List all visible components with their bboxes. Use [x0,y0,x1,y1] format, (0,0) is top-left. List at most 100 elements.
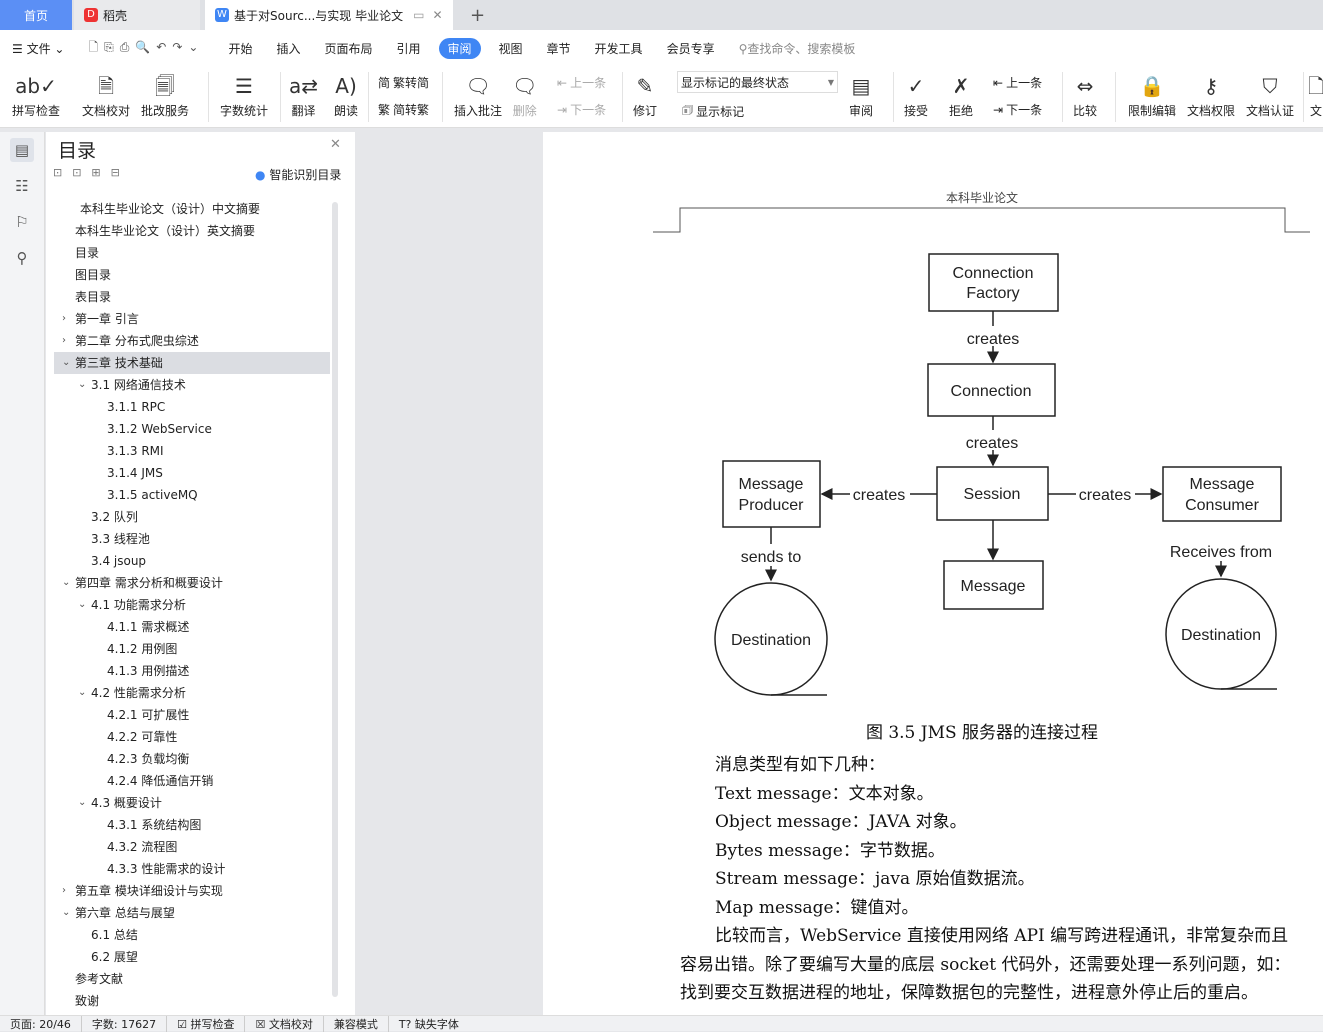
smart-toc-button[interactable]: ● 智能识别目录 [255,166,341,183]
translate-button[interactable]: a⇄翻译 [289,70,318,119]
toc-item[interactable]: 3.1.1 RPC [54,396,330,418]
toc-item[interactable]: 参考文献 [54,968,330,990]
toc-item[interactable]: 3.1.4 JMS [54,462,330,484]
toc-item[interactable]: ⌄4.3 概要设计 [54,792,330,814]
close-icon[interactable]: ✕ [432,8,443,22]
toc-item[interactable]: 3.1.3 RMI [54,440,330,462]
review-service-button[interactable]: 🗐批改服务 [141,70,189,119]
spell-check-button[interactable]: ab✓拼写检查 [12,70,60,119]
close-icon[interactable]: ✕ [330,137,341,152]
toc-item[interactable]: 4.2.2 可靠性 [54,726,330,748]
word-count-button[interactable]: ☰字数统计 [220,70,268,119]
search-icon[interactable]: ⚲ [16,249,28,267]
toc-item[interactable]: 图目录 [54,264,330,286]
menu-layout[interactable]: 页面布局 [324,41,373,56]
toc-item[interactable]: 4.2.1 可扩展性 [54,704,330,726]
proofread-button[interactable]: 🗎文档校对 [82,70,130,119]
toc-item[interactable]: 致谢 [54,990,330,1012]
toc-item[interactable]: ›第一章 引言 [54,308,330,330]
restrict-edit-button[interactable]: 🔒限制编辑 [1128,70,1176,119]
toc-item[interactable]: 6.2 展望 [54,946,330,968]
chevron-right-icon[interactable]: › [62,335,66,346]
toc-item[interactable]: 目录 [54,242,330,264]
markup-state-select[interactable]: 显示标记的最终状态▼ [677,71,838,93]
menu-review[interactable]: 审阅 [438,37,481,59]
toc-item[interactable]: ⌄4.1 功能需求分析 [54,594,330,616]
toc-item[interactable]: 6.1 总结 [54,924,330,946]
chevron-down-icon[interactable]: ⌄ [78,797,87,808]
review-pane-button[interactable]: ▤审阅 [849,70,873,119]
new-tab-button[interactable]: + [470,4,486,26]
outline-icon[interactable]: ☷ [15,177,29,195]
toc-item[interactable]: 本科生毕业论文（设计）英文摘要 [54,220,330,242]
toc-item[interactable]: 4.3.1 系统结构图 [54,814,330,836]
tab-home[interactable]: 首页 [0,0,72,30]
file-menu[interactable]: ☰ 文件 ⌄ [12,41,65,56]
reject-button[interactable]: ✗拒绝 [949,70,973,119]
simp-to-trad-button[interactable]: 繁简转繁 [378,101,429,118]
toc-item[interactable]: ⌄3.1 网络通信技术 [54,374,330,396]
toc-item[interactable]: ⌄4.2 性能需求分析 [54,682,330,704]
menu-insert[interactable]: 插入 [276,41,301,56]
chevron-down-icon[interactable]: ⌄ [78,379,87,390]
toc-item[interactable]: 4.1.2 用例图 [54,638,330,660]
chevron-down-icon[interactable]: ⌄ [78,599,87,610]
toc-item[interactable]: 3.4 jsoup [54,550,330,572]
toc-item[interactable]: 表目录 [54,286,330,308]
toc-item[interactable]: ⌄第六章 总结与展望 [54,902,330,924]
menu-dev-tools[interactable]: 开发工具 [594,41,643,56]
spell-check-status[interactable]: ☑ 拼写检查 [167,1015,246,1032]
pin-icon[interactable]: ▭ [413,8,425,22]
revise-button[interactable]: ✎修订 [633,70,657,119]
toc-item[interactable]: ⌄第三章 技术基础 [54,352,330,374]
quick-access-icons[interactable]: 🗋⎘⎙🔍↶↷⌄ [88,39,205,54]
chevron-down-icon[interactable]: ⌄ [78,687,87,698]
toc-item[interactable]: ›第二章 分布式爬虫综述 [54,330,330,352]
compare-button[interactable]: ⇔比较 [1073,70,1097,119]
toc-item[interactable]: 4.3.3 性能需求的设计 [54,858,330,880]
word-count[interactable]: 字数: 17627 [82,1015,168,1032]
menu-references[interactable]: 引用 [396,41,421,56]
menu-section[interactable]: 章节 [546,41,571,56]
menu-view[interactable]: 视图 [498,41,523,56]
next-change-button[interactable]: ⇥下一条 [993,101,1042,118]
menu-start[interactable]: 开始 [228,41,253,56]
doc-cert-button[interactable]: ⛉文档认证 [1246,70,1294,119]
toc-item[interactable]: 4.2.3 负载均衡 [54,748,330,770]
chevron-down-icon[interactable]: ⌄ [62,907,71,918]
doc-permission-button[interactable]: ⚷文档权限 [1187,70,1235,119]
accept-button[interactable]: ✓接受 [904,70,928,119]
prev-comment-button[interactable]: ⇤上一条 [557,74,606,91]
toc-item[interactable]: ›第五章 模块详细设计与实现 [54,880,330,902]
insert-comment-button[interactable]: 🗨插入批注 [454,70,502,119]
bookmark-icon[interactable]: ⚐ [15,213,29,231]
prev-change-button[interactable]: ⇤上一条 [993,74,1042,91]
chevron-right-icon[interactable]: › [62,885,66,896]
delete-comment-button[interactable]: 🗨删除 [512,70,537,119]
next-comment-button[interactable]: ⇥下一条 [557,101,606,118]
toc-scrollbar[interactable] [332,202,338,997]
toc-item[interactable]: 3.1.2 WebService [54,418,330,440]
toc-item[interactable]: 4.1.3 用例描述 [54,660,330,682]
missing-font-button[interactable]: T? 缺失字体 [398,1017,459,1031]
more-button[interactable]: 🗋文 [1308,70,1323,119]
toc-item[interactable]: 3.2 队列 [54,506,330,528]
read-aloud-button[interactable]: A)朗读 [334,70,358,119]
toc-item[interactable]: 3.3 线程池 [54,528,330,550]
chevron-right-icon[interactable]: › [62,313,66,324]
toc-item[interactable]: ⌄第四章 需求分析和概要设计 [54,572,330,594]
command-search[interactable]: ⚲查找命令、搜索模板 [739,40,856,57]
menu-member[interactable]: 会员专享 [666,41,715,56]
trad-to-simp-button[interactable]: 简繁转简 [378,74,429,91]
toc-item[interactable]: 4.1.1 需求概述 [54,616,330,638]
toc-icon[interactable]: ▤ [10,138,34,162]
chevron-down-icon[interactable]: ⌄ [62,577,71,588]
toc-item[interactable]: 4.3.2 流程图 [54,836,330,858]
toc-controls[interactable]: ⊡⊡⊞⊟ [53,166,130,179]
chevron-down-icon[interactable]: ⌄ [62,357,71,368]
toc-item[interactable]: 4.2.4 降低通信开销 [54,770,330,792]
toc-item[interactable]: 3.1.5 activeMQ [54,484,330,506]
show-markup-button[interactable]: 🗊显示标记 [682,101,744,122]
